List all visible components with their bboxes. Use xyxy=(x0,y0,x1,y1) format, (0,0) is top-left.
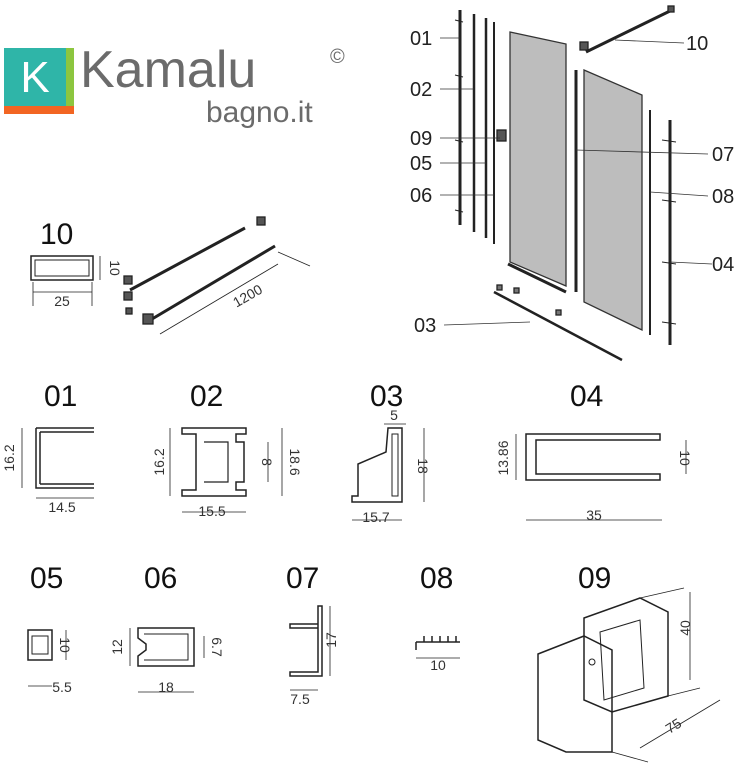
logo-mark: K xyxy=(4,48,74,114)
bar-a xyxy=(129,226,246,292)
hinge-09 xyxy=(496,129,507,142)
title-01: 01 xyxy=(44,380,77,413)
part-10-section xyxy=(30,255,94,281)
profile-03-rod xyxy=(493,290,623,362)
title-09: 09 xyxy=(578,562,611,595)
dim-06-w: 18 xyxy=(158,679,174,695)
title-06: 06 xyxy=(144,562,177,595)
label-07: 07 xyxy=(712,144,734,166)
title-02: 02 xyxy=(190,380,223,413)
title-03: 03 xyxy=(370,380,403,413)
part-09 xyxy=(537,587,721,763)
dim-05-w: 5.5 xyxy=(52,679,72,695)
glass-panel-right xyxy=(583,69,643,332)
dim-09-w: 75 xyxy=(663,715,685,737)
dim-01-w: 14.5 xyxy=(48,499,75,515)
dim-02-h2: 18.6 xyxy=(287,448,303,475)
part-06 xyxy=(129,627,205,693)
part-07-profile xyxy=(289,605,323,677)
label-06: 06 xyxy=(410,185,432,207)
part-01-profile xyxy=(35,427,94,489)
glass-panel-left xyxy=(509,31,567,287)
hinge-screw-icon xyxy=(588,658,596,666)
dim-02-w: 15.5 xyxy=(198,503,225,519)
dim-08-w: 10 xyxy=(430,657,446,673)
dim-04-inner: 10 xyxy=(677,450,693,466)
label-10: 10 xyxy=(686,33,708,55)
dim-07-h: 17 xyxy=(323,632,339,648)
title-08: 08 xyxy=(420,562,453,595)
dim-10-w: 25 xyxy=(54,293,70,309)
part-08-profile xyxy=(415,636,460,650)
dim-03-h: 18 xyxy=(415,458,431,474)
label-01: 01 xyxy=(410,28,432,50)
title-07: 07 xyxy=(286,562,319,595)
label-05: 05 xyxy=(410,153,432,175)
dim-01-h: 16.2 xyxy=(1,444,17,471)
logo-letter: K xyxy=(20,53,49,102)
dim-07-w: 7.5 xyxy=(290,691,310,707)
exploded-view xyxy=(454,5,677,362)
dim-04-w: 35 xyxy=(586,507,602,523)
part-05-profile xyxy=(27,629,53,661)
title-10: 10 xyxy=(40,218,73,251)
part-05 xyxy=(27,629,67,687)
bar-b xyxy=(146,244,276,324)
label-09: 09 xyxy=(410,128,432,150)
label-leaders xyxy=(440,37,713,326)
copyright-icon: © xyxy=(330,46,345,68)
dim-02-h: 16.2 xyxy=(151,448,167,475)
dim-06-inner: 6.7 xyxy=(209,637,225,657)
part-04 xyxy=(515,433,687,521)
dim-03-w: 15.7 xyxy=(362,509,389,525)
dim-10-h: 10 xyxy=(107,260,123,276)
bottom-profile xyxy=(507,262,567,294)
hinge-right-block xyxy=(583,597,669,713)
profile-10-rod xyxy=(585,8,673,54)
label-04: 04 xyxy=(712,254,734,276)
part-02 xyxy=(169,427,283,513)
label-02: 02 xyxy=(410,79,432,101)
part-06-profile xyxy=(137,627,195,667)
dim-05-h: 10 xyxy=(57,637,73,653)
logo-name: Kamalu xyxy=(80,41,257,99)
dim-02-inner: 8 xyxy=(259,458,275,466)
logo-subtitle: bagno.it xyxy=(206,96,313,129)
part-10 xyxy=(30,216,311,335)
label-03: 03 xyxy=(414,315,436,337)
dim-10-len: 1200 xyxy=(230,281,265,311)
part-08 xyxy=(415,636,460,659)
dim-06-h: 12 xyxy=(109,639,125,655)
dim-03-top: 5 xyxy=(390,407,398,423)
title-04: 04 xyxy=(570,380,603,413)
dim-09-h: 40 xyxy=(677,620,693,636)
part-04-profile xyxy=(525,433,661,481)
part-02-profile xyxy=(181,427,247,497)
part-03-profile xyxy=(351,427,403,503)
dim-04-h: 13.86 xyxy=(495,440,511,475)
part-07 xyxy=(289,605,331,691)
label-08: 08 xyxy=(712,186,734,208)
part-03 xyxy=(351,423,425,521)
title-05: 05 xyxy=(30,562,63,595)
part-01 xyxy=(21,427,94,499)
